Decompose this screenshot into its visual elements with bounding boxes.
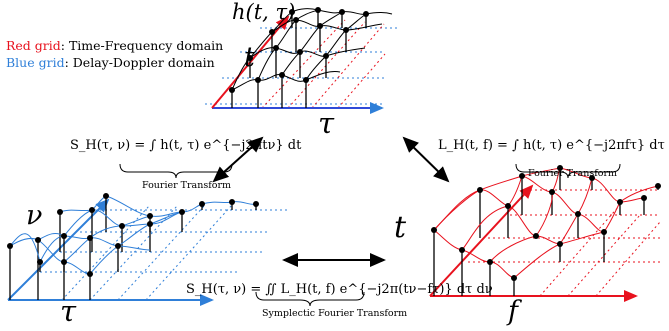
left-plot	[7, 193, 290, 306]
legend-red-desc: : Time-Frequency domain	[60, 38, 224, 53]
left-tau-label: τ	[60, 294, 77, 328]
bottom-eq-brace	[255, 291, 365, 307]
top-func-label: h(t, τ)	[232, 0, 296, 24]
top-t-label: t	[244, 42, 255, 73]
bottom-equation: S_H(τ, ν) = ∬ L_H(t, f) e^{−j2π(tν−fτ)} …	[186, 282, 493, 297]
arrow-top-left	[212, 136, 264, 183]
left-eq-brace	[119, 163, 233, 179]
left-equation: S_H(τ, ν) = ∫ h(t, τ) e^{−j2πtν} dt	[70, 138, 302, 153]
left-dotted-grid	[40, 204, 290, 301]
legend-blue-desc: : Delay-Doppler domain	[64, 55, 215, 70]
top-points	[229, 7, 369, 93]
right-plot	[429, 165, 661, 302]
legend-blue-key: Blue grid	[6, 55, 65, 70]
left-nu-axis	[7, 198, 110, 301]
right-eq-brace	[515, 163, 621, 179]
bottom-equation-caption: Symplectic Fourier Transform	[262, 308, 408, 319]
top-tau-label: τ	[318, 106, 335, 140]
top-red-dotted-grid	[261, 19, 386, 109]
legend-blue: Blue grid: Delay-Doppler domain	[6, 55, 215, 70]
legend-red-key: Red grid	[6, 38, 61, 53]
right-f-label: f	[508, 296, 518, 327]
right-equation-caption: Fourier Transform	[528, 168, 617, 179]
right-t-label: t	[394, 210, 407, 245]
left-points	[7, 193, 259, 277]
top-plot	[205, 7, 398, 114]
arrow-top-right	[402, 136, 450, 183]
right-points	[431, 165, 661, 281]
right-equation: L_H(t, f) = ∫ h(t, τ) e^{−j2πfτ} dτ	[438, 138, 665, 153]
top-stems	[231, 10, 367, 108]
right-t-axis	[429, 184, 534, 297]
top-blue-dotted-grid	[205, 27, 398, 105]
left-equation-caption: Fourier Transform	[142, 180, 231, 191]
legend-red: Red grid: Time-Frequency domain	[6, 38, 223, 53]
left-nu-label: ν	[26, 200, 43, 231]
